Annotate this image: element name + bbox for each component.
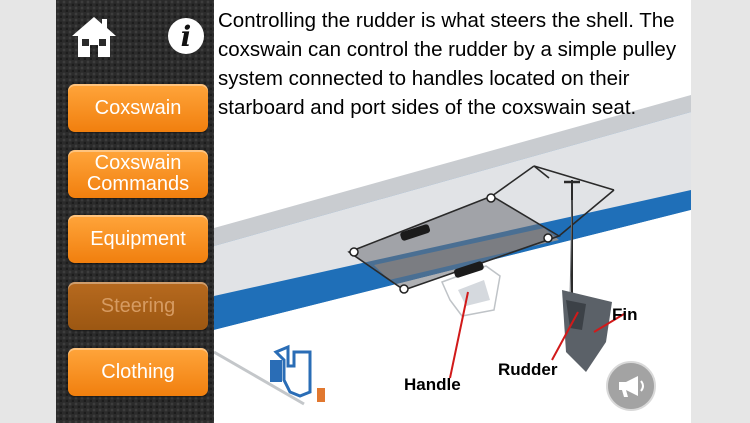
info-icon[interactable]: i — [168, 18, 204, 54]
sidebar: i Coxswain Coxswain Commands Equipment S… — [56, 0, 214, 423]
menu-coxswain-commands-label: Coxswain Commands — [86, 152, 190, 195]
menu-steering-label: Steering — [100, 294, 176, 317]
menu-coxswain-button[interactable]: Coxswain — [68, 84, 208, 132]
deck — [214, 112, 691, 296]
steering-description: Controlling the rudder is what steers th… — [218, 9, 677, 119]
menu-coxswain-label: Coxswain — [94, 96, 182, 119]
megaphone-icon — [619, 376, 644, 397]
handle-callout-line — [449, 291, 469, 379]
handle-bar-upper — [400, 224, 431, 241]
handle-label: Handle — [404, 375, 461, 394]
fin-callout-line — [593, 313, 625, 333]
rigger-bracket — [273, 344, 312, 398]
home-icon[interactable] — [70, 14, 118, 60]
menu-equipment-label: Equipment — [90, 227, 186, 250]
menu-coxswain-commands-button[interactable]: Coxswain Commands — [68, 150, 208, 198]
deck-rim — [214, 95, 691, 246]
menu-steering-button[interactable]: Steering — [68, 282, 208, 330]
rudder-callout-line — [551, 311, 579, 361]
handle-bar-lower — [453, 261, 484, 278]
left-gutter — [0, 0, 56, 423]
audio-button[interactable] — [606, 361, 656, 411]
menu-equipment-button[interactable]: Equipment — [68, 215, 208, 263]
right-gutter — [691, 0, 750, 423]
rudder-diagram: Handle Rudder Fin — [214, 95, 691, 423]
fin-label: Fin — [612, 305, 638, 324]
menu-clothing-button[interactable]: Clothing — [68, 348, 208, 396]
content-panel: Controlling the rudder is what steers th… — [214, 0, 691, 423]
menu-clothing-label: Clothing — [101, 360, 175, 383]
rudder-label: Rudder — [498, 360, 558, 379]
